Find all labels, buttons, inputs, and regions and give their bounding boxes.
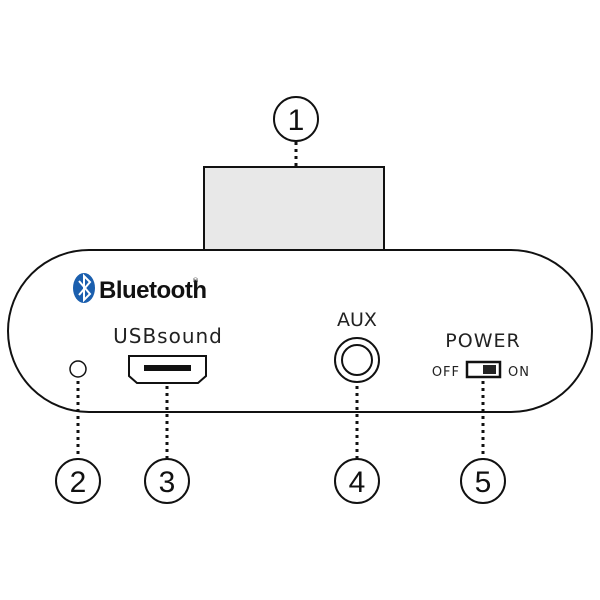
switch-off-label: OFF [432,365,460,380]
callout-4: 4 [334,458,380,504]
usb-port-slot [144,365,191,371]
svg-text:5: 5 [475,466,492,499]
callout-5: 5 [460,458,506,504]
svg-text:1: 1 [288,104,305,137]
aux-jack[interactable] [334,337,380,383]
microphone-hole [69,360,87,378]
power-switch[interactable] [465,360,502,379]
registered-mark: ® [192,277,199,285]
svg-text:4: 4 [349,466,366,499]
aux-label: AUX [337,309,377,331]
callout-3: 3 [144,458,190,504]
bluetooth-brand-text: Bluetooth [99,277,206,304]
bluetooth-icon [73,273,95,303]
power-label: POWER [445,330,520,352]
svg-text:3: 3 [159,466,176,499]
callout-2: 2 [55,458,101,504]
usb-label: USBsound [113,324,223,348]
callout-1: 1 [273,96,319,142]
switch-on-label: ON [508,365,530,380]
svg-text:2: 2 [70,466,87,499]
top-connector-block [203,166,385,252]
